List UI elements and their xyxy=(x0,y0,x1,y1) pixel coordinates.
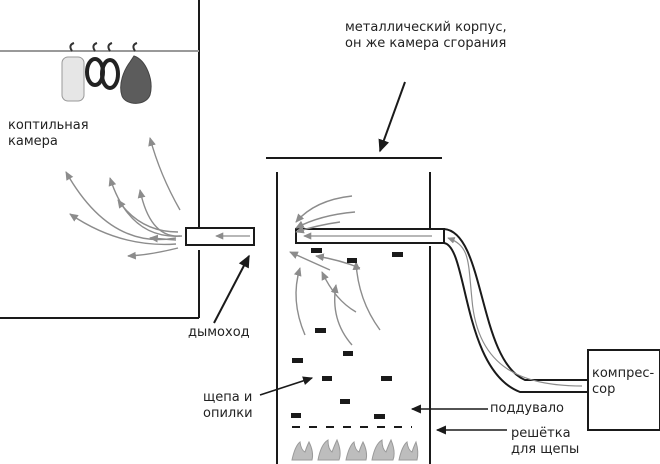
label-chimney: дымоход xyxy=(188,325,250,340)
meat-piece xyxy=(120,55,152,104)
label-metal-body: металлический корпус, он же камера сгора… xyxy=(345,20,507,51)
air-tube xyxy=(295,228,445,244)
combustion-smoke-arrows xyxy=(289,195,381,346)
sausage-ring xyxy=(100,58,120,90)
label-blower: поддувало xyxy=(490,401,565,416)
combustion-chamber xyxy=(266,157,442,464)
wood-chips xyxy=(291,248,403,419)
label-compressor: компрес- сор xyxy=(592,366,655,397)
compressor-box xyxy=(587,349,660,431)
label-chips: щепа и опилки xyxy=(203,390,253,421)
flames xyxy=(291,438,419,461)
chimney-pipe xyxy=(185,227,255,246)
hanging-food xyxy=(61,42,152,104)
chamber-smoke-arrows xyxy=(65,137,183,260)
label-smoking-chamber: коптильная камера xyxy=(8,118,89,149)
compressor-hose xyxy=(443,228,588,393)
smoking-chamber xyxy=(0,0,200,319)
label-grate: решётка для щепы xyxy=(511,426,580,457)
label-pointers xyxy=(213,81,507,435)
food-block xyxy=(61,56,85,102)
